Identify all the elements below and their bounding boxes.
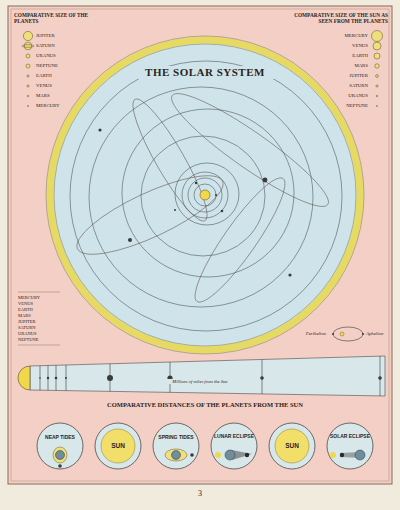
- phenomenon-circle: NEAP TIDES: [36, 422, 84, 470]
- circle-outline: [210, 422, 258, 470]
- distance-scale: [18, 356, 385, 396]
- phenomenon-label: LUNAR ECLIPSE: [210, 422, 258, 439]
- distance-tick: [40, 366, 41, 390]
- table-row-name: VENUS: [18, 301, 60, 306]
- sun-circle: SUN: [268, 422, 316, 470]
- planet-name: EARTH: [36, 73, 66, 79]
- planet-name: SATURN: [36, 43, 66, 49]
- sky-disc: [50, 40, 360, 350]
- planet-name: MERCURY: [318, 33, 368, 39]
- circle-outline: [36, 422, 84, 470]
- circle-figure: [330, 450, 365, 460]
- planet-marker: [107, 375, 113, 381]
- planet-name: URANUS: [36, 53, 66, 59]
- disc-rule: [54, 44, 356, 346]
- circle-figure: [165, 449, 194, 461]
- sun-label: SUN: [268, 422, 316, 449]
- table-row-name: MARS: [18, 313, 60, 318]
- planet-marker: [47, 377, 49, 379]
- planet-name: JUPITER: [318, 73, 368, 79]
- comet-orbits: [68, 81, 338, 311]
- sun: [200, 190, 210, 200]
- phenomenon-label: SPRING TIDES: [152, 422, 200, 440]
- planet-marker: [260, 376, 264, 380]
- sun-label: SUN: [94, 422, 142, 449]
- sun-circle: SUN: [94, 422, 142, 470]
- planet-name: NEPTUNE: [318, 103, 368, 109]
- planet-name: JUPITER: [36, 33, 66, 39]
- planet-name: VENUS: [318, 43, 368, 49]
- planet-marker: [55, 377, 58, 380]
- scale-heading: COMPARATIVE DISTANCES OF THE PLANETS FRO…: [40, 401, 370, 408]
- table-row-name: SATURN: [18, 325, 60, 330]
- circle-outline: [326, 422, 374, 470]
- page-number: 3: [180, 489, 220, 498]
- phenomenon-label: NEAP TIDES: [36, 422, 84, 440]
- planet-dots: [98, 128, 291, 276]
- phenomenon-circle: SOLAR ECLIPSE: [326, 422, 374, 470]
- circle-figure: [215, 450, 252, 460]
- table-rules: [18, 292, 60, 345]
- planet-name: SATURN: [318, 83, 368, 89]
- distance-tick: [380, 356, 381, 396]
- table-row-name: MERCURY: [18, 295, 60, 300]
- planet-name: EARTH: [318, 53, 368, 59]
- perihelion-diagram: [332, 327, 364, 341]
- table-row-name: NEPTUNE: [18, 337, 60, 342]
- table-row-name: JUPITER: [18, 319, 60, 324]
- disc-rule: [46, 36, 364, 354]
- title: THE SOLAR SYSTEM: [130, 66, 280, 79]
- phenomenon-circle: SPRING TIDES: [152, 422, 200, 470]
- distance-tick: [48, 365, 49, 390]
- planet-name: MARS: [318, 63, 368, 69]
- circle-outline: [152, 422, 200, 470]
- pink-panel: [8, 6, 392, 484]
- panel-rule: [11, 9, 389, 481]
- planet-orbits: [70, 61, 342, 331]
- planet-name: VENUS: [36, 83, 66, 89]
- planet-size-circles: [22, 31, 34, 106]
- table-row-name: EARTH: [18, 307, 60, 312]
- sun-size-circles: [372, 31, 383, 107]
- scale-caption: Millions of miles from the Sun: [150, 379, 250, 384]
- table-row-name: URANUS: [18, 331, 60, 336]
- planet-name: MARS: [36, 93, 66, 99]
- planet-name: URANUS: [318, 93, 368, 99]
- corner-heading: COMPARATIVE SIZE OF THE PLANETS: [14, 12, 106, 24]
- distance-tick: [66, 365, 67, 391]
- planet-marker: [39, 377, 41, 379]
- orbit-point-label: Perihelion: [286, 331, 326, 337]
- orbit-point-label: Aphelion: [366, 331, 394, 337]
- circle-figure: [53, 447, 67, 468]
- planet-name: NEPTUNE: [36, 63, 66, 69]
- planet-marker: [65, 377, 67, 379]
- planet-marker: [378, 376, 382, 380]
- planet-name: MERCURY: [36, 103, 66, 109]
- phenomenon-circle: LUNAR ECLIPSE: [210, 422, 258, 470]
- distance-tick: [56, 365, 57, 390]
- corner-heading: COMPARATIVE SIZE OF THE SUN AS SEEN FROM…: [292, 12, 388, 24]
- phenomenon-label: SOLAR ECLIPSE: [326, 422, 374, 439]
